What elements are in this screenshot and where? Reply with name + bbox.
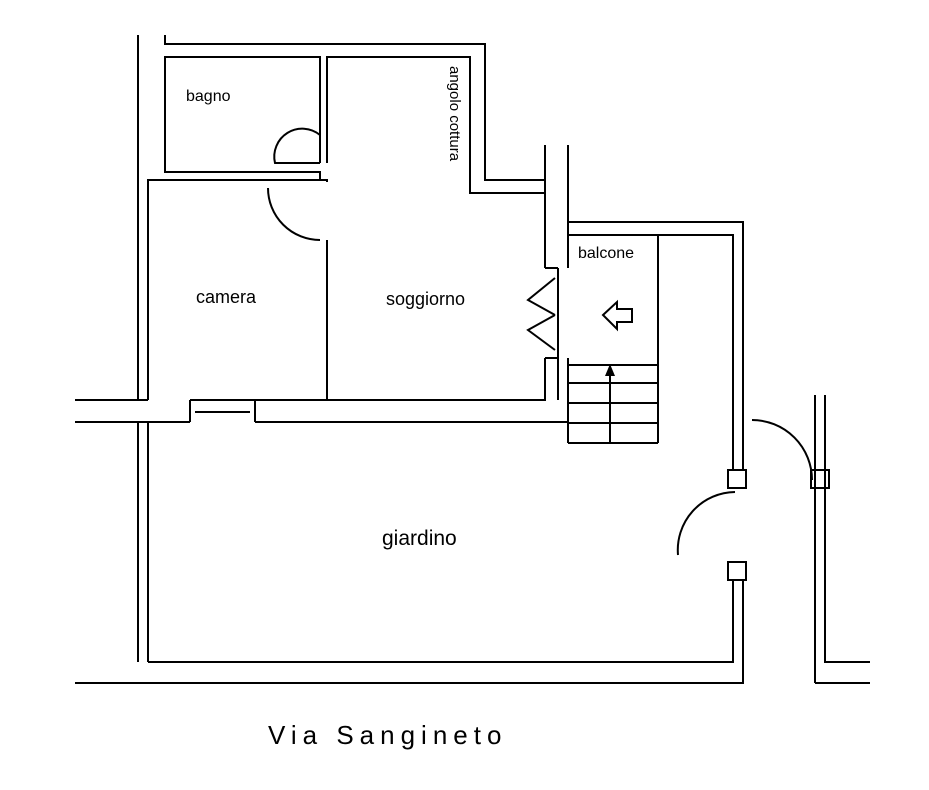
doors [267,127,813,556]
room-label-camera: camera [196,287,257,307]
room-label-giardino: giardino [382,527,457,550]
stair-arrow-icon [605,364,615,376]
room-label-angolo-cottura: angolo cottura [446,66,463,162]
room-label-bagno: bagno [186,88,231,105]
walls [75,35,870,684]
room-label-balcone: balcone [578,245,634,262]
street-label: Via Sangineto [268,720,507,750]
room-label-soggiorno: soggiorno [386,289,465,309]
entry-arrow-icon [601,299,633,332]
